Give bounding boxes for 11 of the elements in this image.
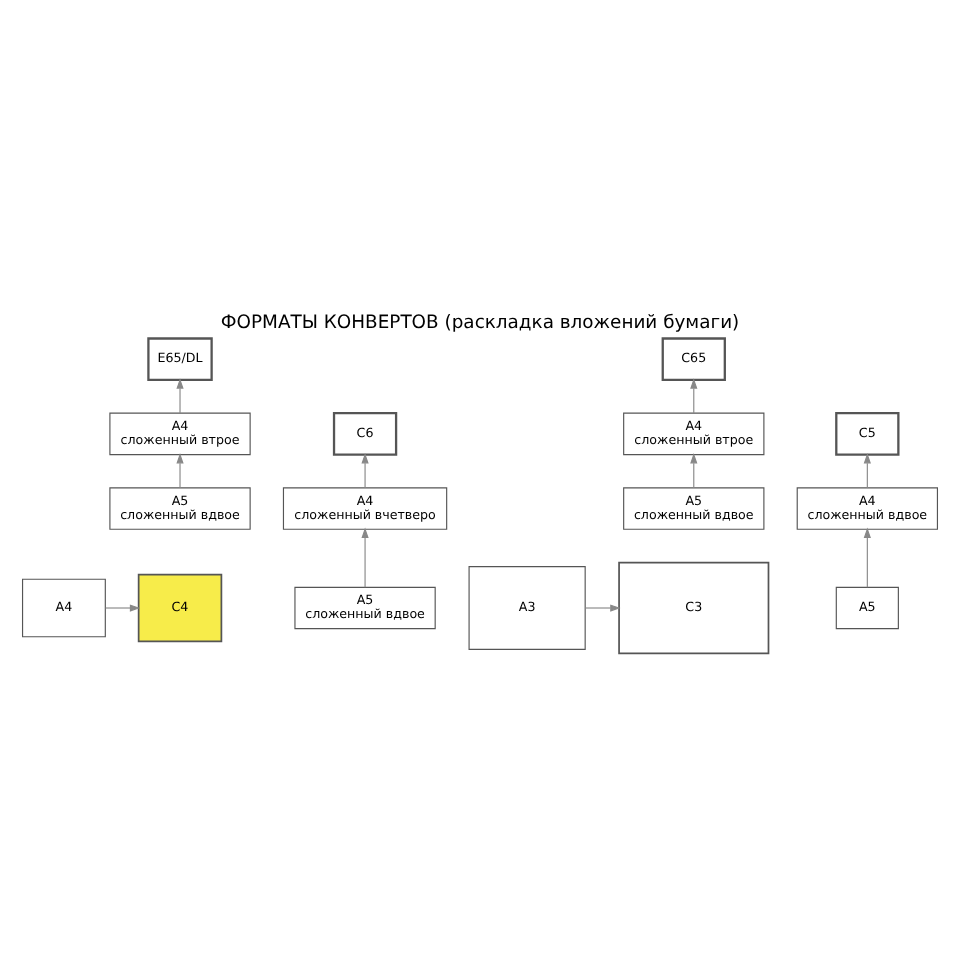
arrow [176, 377, 184, 413]
arrow [361, 526, 369, 587]
arrow [863, 452, 871, 488]
arrow [690, 377, 698, 413]
arrow [584, 603, 621, 611]
diagram-title: ФОРМАТЫ КОНВЕРТОВ (раскладка вложений бумаги) [220, 310, 740, 333]
arrow [105, 603, 141, 611]
arrow [176, 452, 184, 488]
arrow [690, 452, 698, 488]
arrow [361, 452, 369, 488]
arrow [863, 526, 871, 587]
